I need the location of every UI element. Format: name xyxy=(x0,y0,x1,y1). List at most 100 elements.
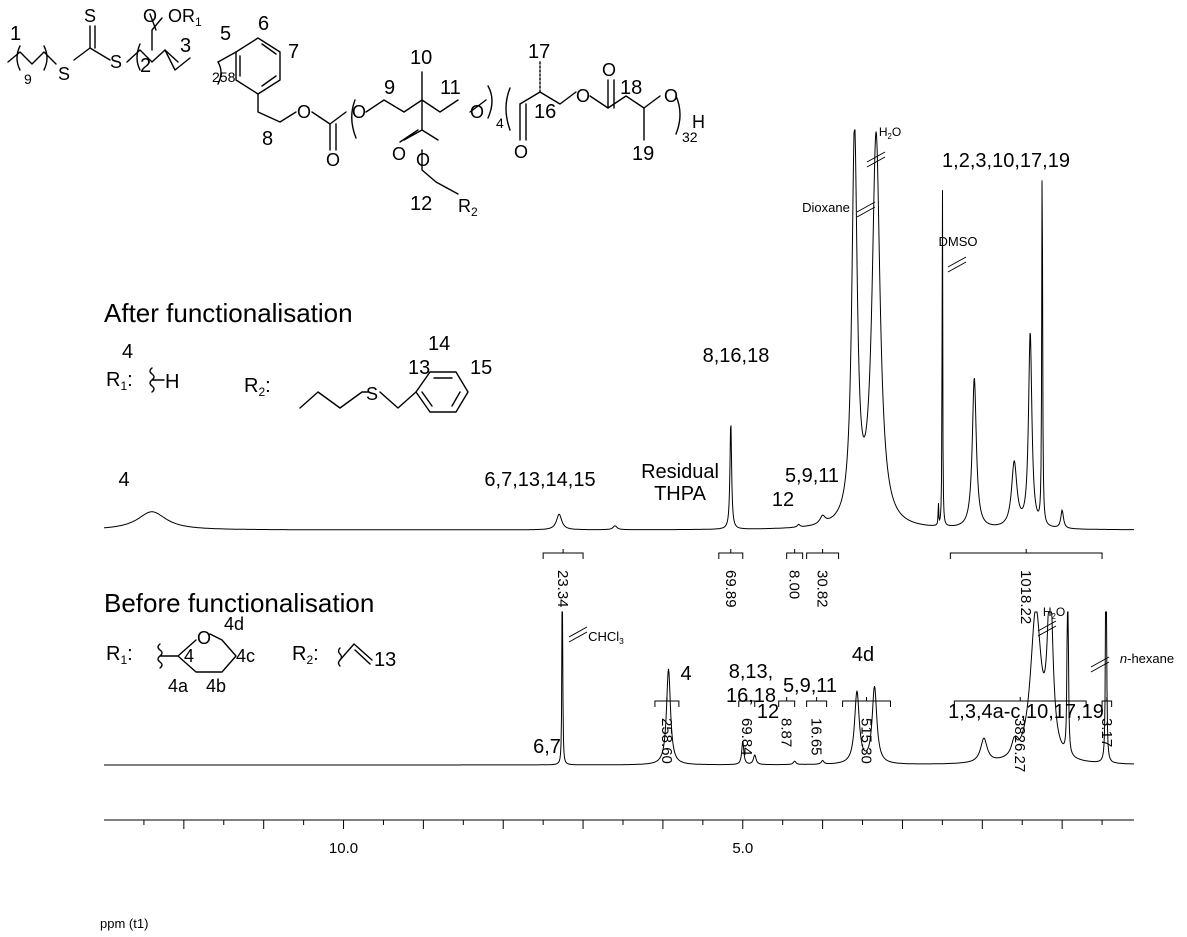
before-peak-label-1-text: CHCl xyxy=(588,629,619,644)
after-peak-label-8: H2O xyxy=(879,125,901,141)
after-peak-label-5-text: 12 xyxy=(772,489,794,511)
before-r2-label: R2: xyxy=(292,643,319,667)
atom-label-8: 8 xyxy=(262,128,273,150)
before-r1-sub: 1 xyxy=(120,653,127,667)
after-spectrum-trace xyxy=(104,129,1134,531)
after-peak-label-9-text: DMSO xyxy=(939,234,978,249)
atom-o-8: O xyxy=(514,142,528,162)
before-integral-value-6: 3.17 xyxy=(1098,718,1115,747)
before-r1-colon: : xyxy=(127,643,133,665)
x-tick-label-1: 5.0 xyxy=(732,840,753,857)
atom-o-6: O xyxy=(416,150,430,170)
atom-o-10: O xyxy=(602,60,616,80)
atom-label-17: 17 xyxy=(528,41,550,63)
r2-sub: 2 xyxy=(471,205,478,219)
atom-o-7: O xyxy=(470,102,484,122)
before-peak-label-8: H2O xyxy=(1043,605,1065,621)
after-peak-label-0-text: 4 xyxy=(118,469,129,491)
after-axis-break-0 xyxy=(856,201,876,218)
after-peak-label-8-text: H xyxy=(879,125,888,139)
after-r2-benzyl xyxy=(379,391,417,409)
before-r2-wavy-bond xyxy=(337,647,343,667)
atom-label-11: 11 xyxy=(440,77,461,99)
before-title: Before functionalisation xyxy=(104,588,374,618)
before-r1-number-4a: 4a xyxy=(168,676,189,696)
after-r2-sub: 2 xyxy=(258,385,265,399)
or1-text: OR xyxy=(168,6,195,26)
after-functionalisation-panel: After functionalisation 4 R1: H R2: S 13… xyxy=(104,125,1134,624)
before-peak-label-7-text: 4d xyxy=(852,644,874,666)
after-integral-bracket-0 xyxy=(542,552,584,559)
before-r1-label: R1: xyxy=(106,643,133,667)
before-axis-break-0 xyxy=(568,626,588,643)
after-peak-label-8-tail: O xyxy=(892,125,901,139)
after-spectrum xyxy=(104,129,1134,531)
atom-label-1: 1 xyxy=(10,23,21,45)
atom-label-19: 19 xyxy=(632,143,654,165)
after-integral-bracket-2 xyxy=(786,552,804,559)
after-r2-chain xyxy=(299,391,369,409)
atom-o-11: O xyxy=(664,86,678,106)
atom-s-2: S xyxy=(84,6,96,26)
after-peak-label-10: 1,2,3,10,17,19 xyxy=(942,150,1070,172)
before-integral-bracket-4 xyxy=(842,700,891,707)
before-r1-prefix: R xyxy=(106,643,120,665)
before-functionalisation-panel: Before functionalisation R1: O 4 4a 4b 4… xyxy=(104,588,1174,772)
before-integral-value-1: 69.84 xyxy=(738,718,755,756)
after-peak-label-1: 6,7,13,14,15 xyxy=(484,469,595,491)
before-spectrum xyxy=(104,611,1135,766)
after-peak-label-7: Dioxane xyxy=(802,200,850,215)
after-peak-label-3-text: THPA xyxy=(654,483,707,505)
before-peak-label-7: 4d xyxy=(852,644,874,666)
after-r2-number-13: 13 xyxy=(408,357,430,379)
after-r2-number-15: 15 xyxy=(470,357,492,379)
after-peak-label-2-text: Residual xyxy=(641,461,719,483)
after-r2-s: S xyxy=(366,384,378,404)
atom-label-6: 6 xyxy=(258,13,269,35)
after-r2-colon: : xyxy=(265,375,271,397)
after-peak-label-2: Residual xyxy=(641,461,719,483)
before-r1-thp-ring xyxy=(159,633,237,673)
before-integral-bracket-2 xyxy=(778,700,796,707)
after-peak-label-1-text: 6,7,13,14,15 xyxy=(484,469,595,491)
before-r2-vinyl xyxy=(339,643,373,665)
atom-label-3: 3 xyxy=(180,35,191,57)
before-peak-label-8-text: H xyxy=(1043,605,1052,619)
x-axis-label: ppm (t1) xyxy=(100,916,148,931)
after-peak-label-5: 12 xyxy=(772,489,794,511)
before-peak-label-2-text: 4 xyxy=(680,663,691,685)
atom-label-7: 7 xyxy=(288,41,299,63)
after-r2-prefix: R xyxy=(244,375,258,397)
before-r2-prefix: R xyxy=(292,643,306,665)
before-r2-colon: : xyxy=(313,643,319,665)
before-r1-number-4b: 4b xyxy=(206,676,226,696)
after-r2-number-14: 14 xyxy=(428,333,450,355)
after-integral-bracket-1 xyxy=(718,552,744,559)
polymer-structure: 1 9 S S S 2 O OR1 3 258 5 6 7 8 O O O 9 … xyxy=(7,6,705,219)
before-integral-value-3: 16.65 xyxy=(808,718,825,756)
after-axis-break-2 xyxy=(947,256,967,273)
before-peak-label-9-text: n xyxy=(1120,651,1127,666)
before-peak-label-9: n-hexane xyxy=(1120,651,1174,666)
after-integral-bracket-4 xyxy=(949,552,1103,559)
after-axis-break-1 xyxy=(866,151,886,168)
before-r1-o: O xyxy=(197,628,211,648)
after-peak-label-8-sub: 2 xyxy=(887,132,891,141)
atom-s-3: S xyxy=(110,52,122,72)
before-axis-break-1 xyxy=(1037,620,1057,637)
before-peak-label-1: CHCl3 xyxy=(588,629,624,646)
after-peak-label-6-text: 5,9,11 xyxy=(785,465,839,487)
atom-label-9: 9 xyxy=(384,77,395,99)
after-r1-label: R1: xyxy=(106,369,133,393)
before-r2-number-13: 13 xyxy=(374,649,396,671)
or1-sub: 1 xyxy=(195,15,202,29)
before-integral-value-0: 258.60 xyxy=(658,718,675,764)
atom-o-2: O xyxy=(297,102,311,122)
after-peak-label-6: 5,9,11 xyxy=(785,465,839,487)
atom-label-12: 12 xyxy=(410,193,432,215)
or1-label: OR1 xyxy=(168,6,202,29)
